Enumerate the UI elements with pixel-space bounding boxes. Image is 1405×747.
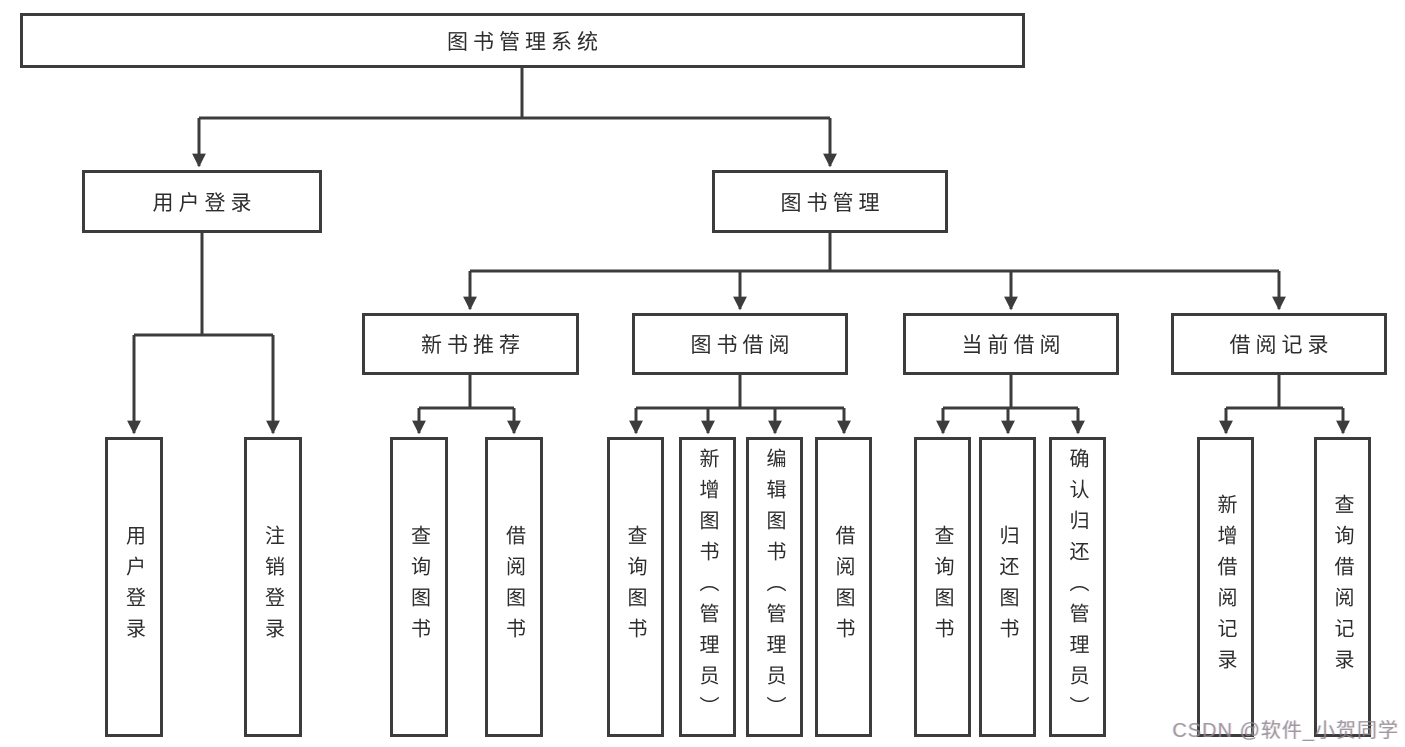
branch-lines (127, 68, 1350, 435)
leaf-return-books: 归还图书 (979, 437, 1036, 737)
leaf-query-books-borrow: 查询图书 (607, 437, 664, 737)
node-new-book-recommend: 新书推荐 (362, 313, 579, 375)
leaf-add-books-admin: 新增图书（管理员） (679, 437, 736, 737)
node-root-library-system: 图书管理系统 (20, 13, 1025, 68)
leaf-borrow-books: 借阅图书 (815, 437, 872, 737)
node-borrow-records: 借阅记录 (1171, 313, 1387, 375)
leaf-query-books-recommend: 查询图书 (390, 437, 448, 737)
node-book-management: 图书管理 (712, 170, 948, 233)
node-user-login: 用户登录 (82, 170, 322, 233)
leaf-edit-books-admin: 编辑图书（管理员） (746, 437, 803, 737)
node-current-borrow: 当前借阅 (903, 313, 1119, 375)
leaf-borrow-books-recommend: 借阅图书 (485, 437, 543, 737)
csdn-watermark: CSDN @软件_小贺同学 (1172, 720, 1399, 742)
leaf-query-books-current: 查询图书 (914, 437, 971, 737)
leaf-query-borrow-record: 查询借阅记录 (1314, 437, 1371, 737)
leaf-confirm-return-admin: 确认归还（管理员） (1049, 437, 1106, 737)
leaf-logout: 注销登录 (244, 437, 302, 737)
leaf-user-login: 用户登录 (105, 437, 163, 737)
leaf-add-borrow-record: 新增借阅记录 (1197, 437, 1254, 737)
node-book-borrow: 图书借阅 (632, 313, 848, 375)
